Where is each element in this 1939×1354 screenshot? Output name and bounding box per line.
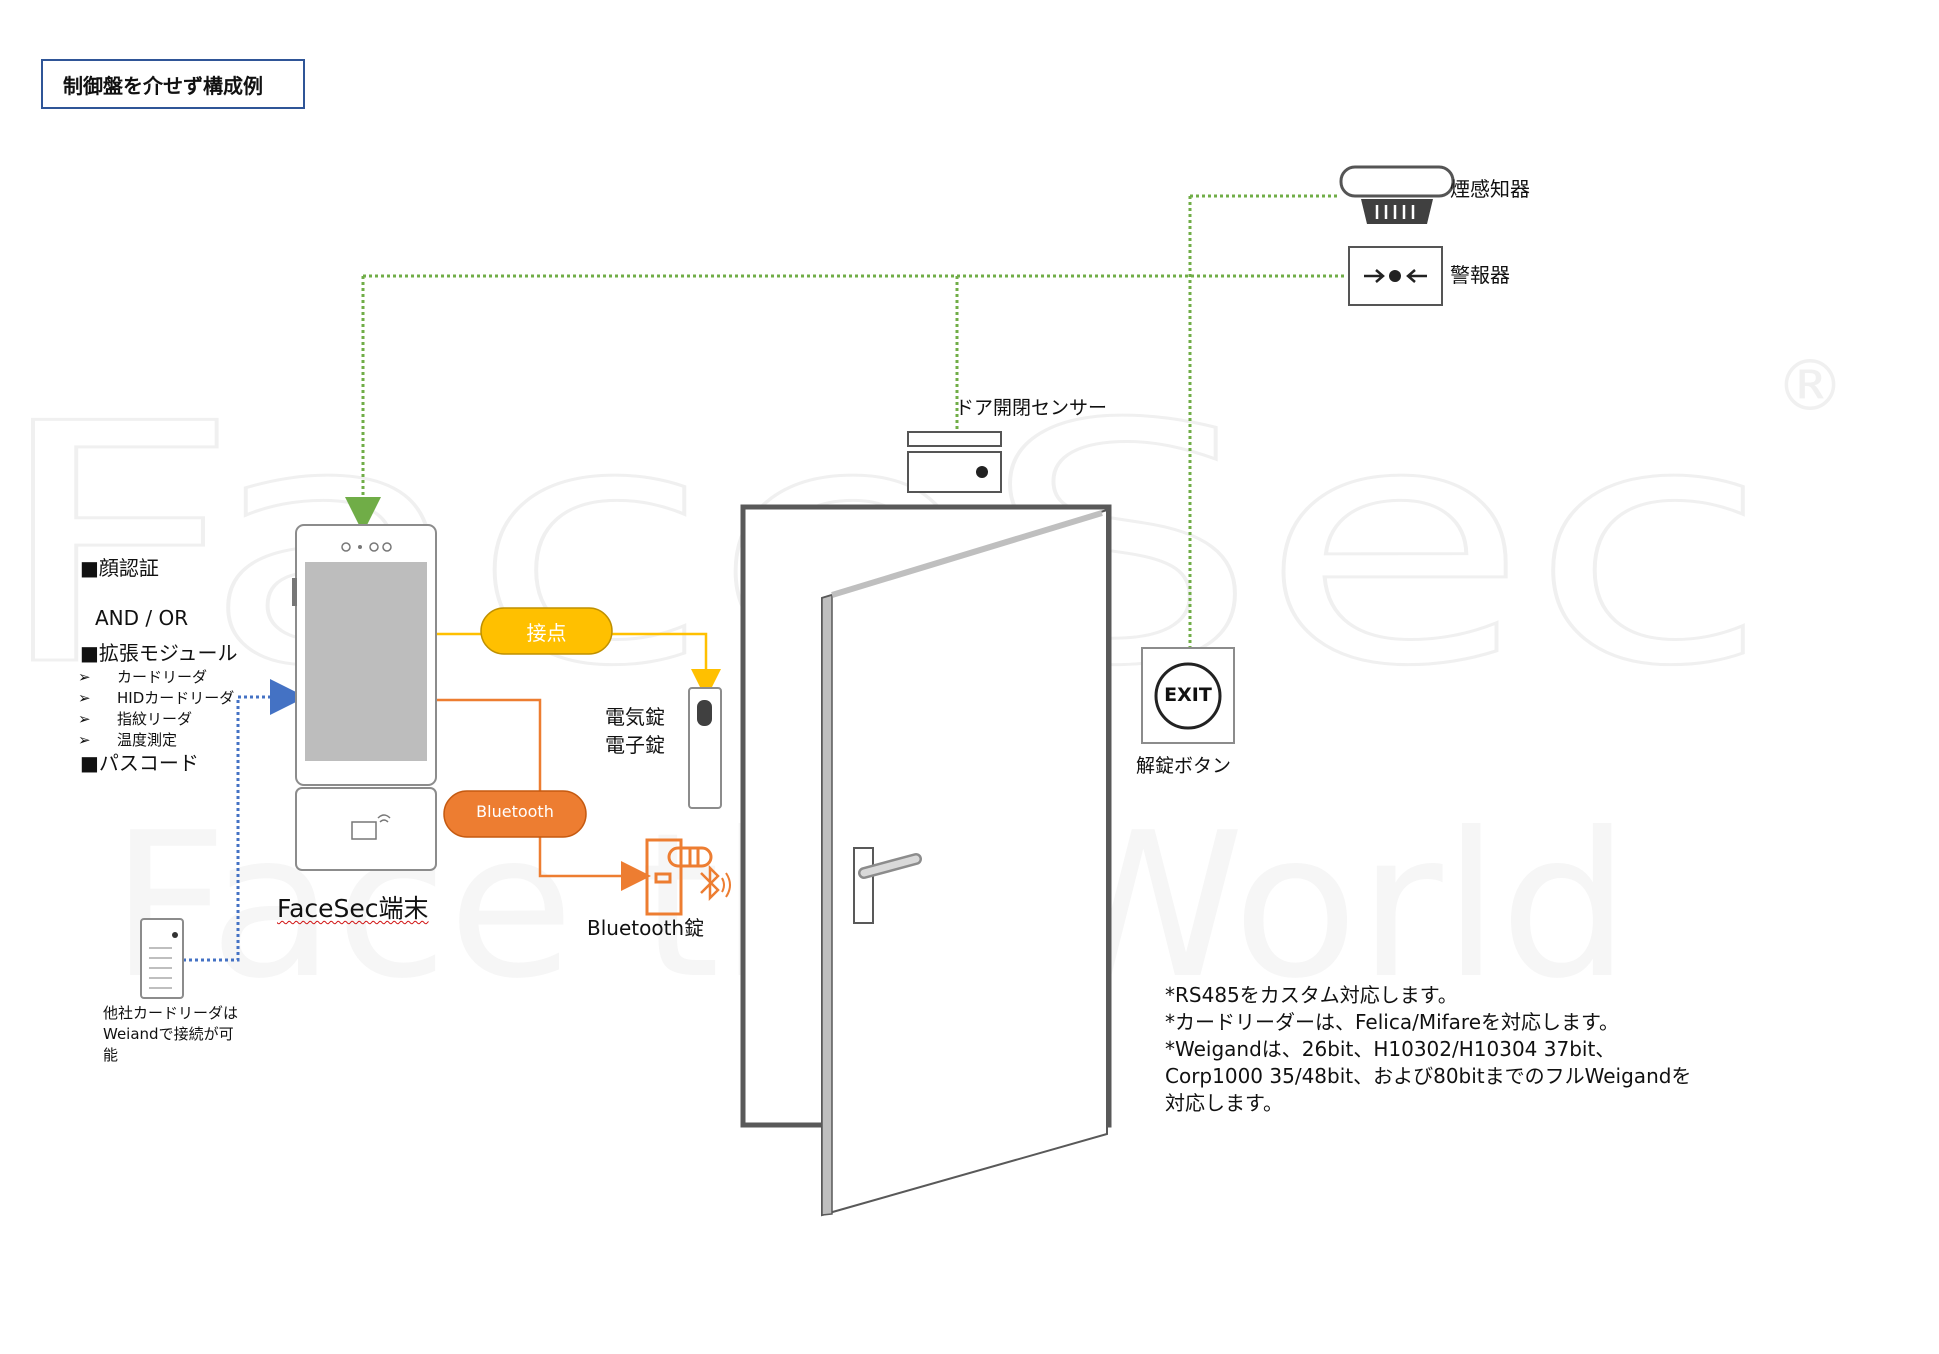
door xyxy=(740,504,1112,1217)
feature-and-or: AND / OR xyxy=(95,606,189,630)
electronic-lock-label: 電子錠 xyxy=(605,733,665,757)
feature-sub-item: ➢ 温度測定 xyxy=(78,731,177,750)
bullet-arrow: ➢ xyxy=(78,668,91,686)
bullet-arrow: ➢ xyxy=(78,731,91,749)
exit-button-icon xyxy=(1141,647,1235,744)
wire-bluetooth xyxy=(437,698,651,891)
feature-sub-label: カードリーダ xyxy=(117,668,208,686)
feature-sub-item: ➢ HIDカードリーダ xyxy=(78,689,234,708)
feature-sub-item: ➢ 指紋リーダ xyxy=(78,710,192,729)
smoke-detector-icon xyxy=(1339,165,1455,224)
facesec-terminal xyxy=(292,524,437,871)
nfc-icon xyxy=(351,821,377,840)
feature-ext-module: ■拡張モジュール xyxy=(80,641,238,665)
page-title: 制御盤を介せず構成例 xyxy=(41,59,305,109)
green-wiring xyxy=(345,194,1345,650)
bluetooth-lock-icon xyxy=(645,838,731,916)
bluetooth-pill xyxy=(443,790,587,838)
electric-lock-label: 電気錠 xyxy=(605,705,665,729)
feature-face-auth: ■顔認証 xyxy=(80,556,159,580)
feature-passcode: ■パスコード xyxy=(80,751,199,775)
contact-pill xyxy=(480,607,613,655)
bluetooth-pill-label: Bluetooth xyxy=(476,802,554,821)
electric-lock-icon xyxy=(688,687,722,809)
terminal-label-text: FaceSec端末 xyxy=(277,894,429,923)
contact-pill-label: 接点 xyxy=(526,621,567,645)
door-sensor-label: ドア開閉センサー xyxy=(955,397,1108,419)
exit-button-label: 解錠ボタン xyxy=(1136,755,1232,777)
wire-weigand xyxy=(183,679,306,962)
smoke-detector-label: 煙感知器 xyxy=(1450,177,1530,201)
exit-button-text: EXIT xyxy=(1164,684,1212,706)
bullet-arrow: ➢ xyxy=(78,689,91,707)
note-line: Corp1000 35/48bit、および80bitまでのフルWeigandを xyxy=(1165,1064,1692,1088)
note-line: *RS485をカスタム対応します。 xyxy=(1165,983,1458,1007)
note-line: *カードリーダーは、Felica/Mifareを対応します。 xyxy=(1165,1010,1620,1034)
note-line: 対応します。 xyxy=(1165,1091,1283,1115)
watermark-registered: ® xyxy=(1775,345,1845,427)
terminal-label: FaceSec端末 xyxy=(277,893,429,924)
third-party-reader-icon xyxy=(140,918,184,999)
reader-caption-line2: Weiandで接続が可 xyxy=(103,1025,234,1043)
feature-sub-label: 温度測定 xyxy=(117,731,178,749)
terminal-screen xyxy=(305,562,427,761)
alarm-label: 警報器 xyxy=(1450,263,1510,287)
reader-caption-line1: 他社カードリーダは xyxy=(103,1004,239,1022)
feature-sub-label: 指紋リーダ xyxy=(117,710,193,728)
bluetooth-lock-label: Bluetooth錠 xyxy=(587,916,705,940)
reader-caption-line3: 能 xyxy=(103,1046,119,1064)
feature-sub-label: HIDカードリーダ xyxy=(117,689,235,707)
note-line: *Weigandは、26bit、H10302/H10304 37bit、 xyxy=(1165,1037,1616,1061)
alarm-icon xyxy=(1348,246,1443,306)
door-sensor-icon xyxy=(907,431,1002,493)
page-title-text: 制御盤を介せず構成例 xyxy=(63,73,263,98)
bullet-arrow: ➢ xyxy=(78,710,91,728)
door-handle-plate xyxy=(853,847,874,924)
feature-sub-item: ➢ カードリーダ xyxy=(78,668,207,687)
